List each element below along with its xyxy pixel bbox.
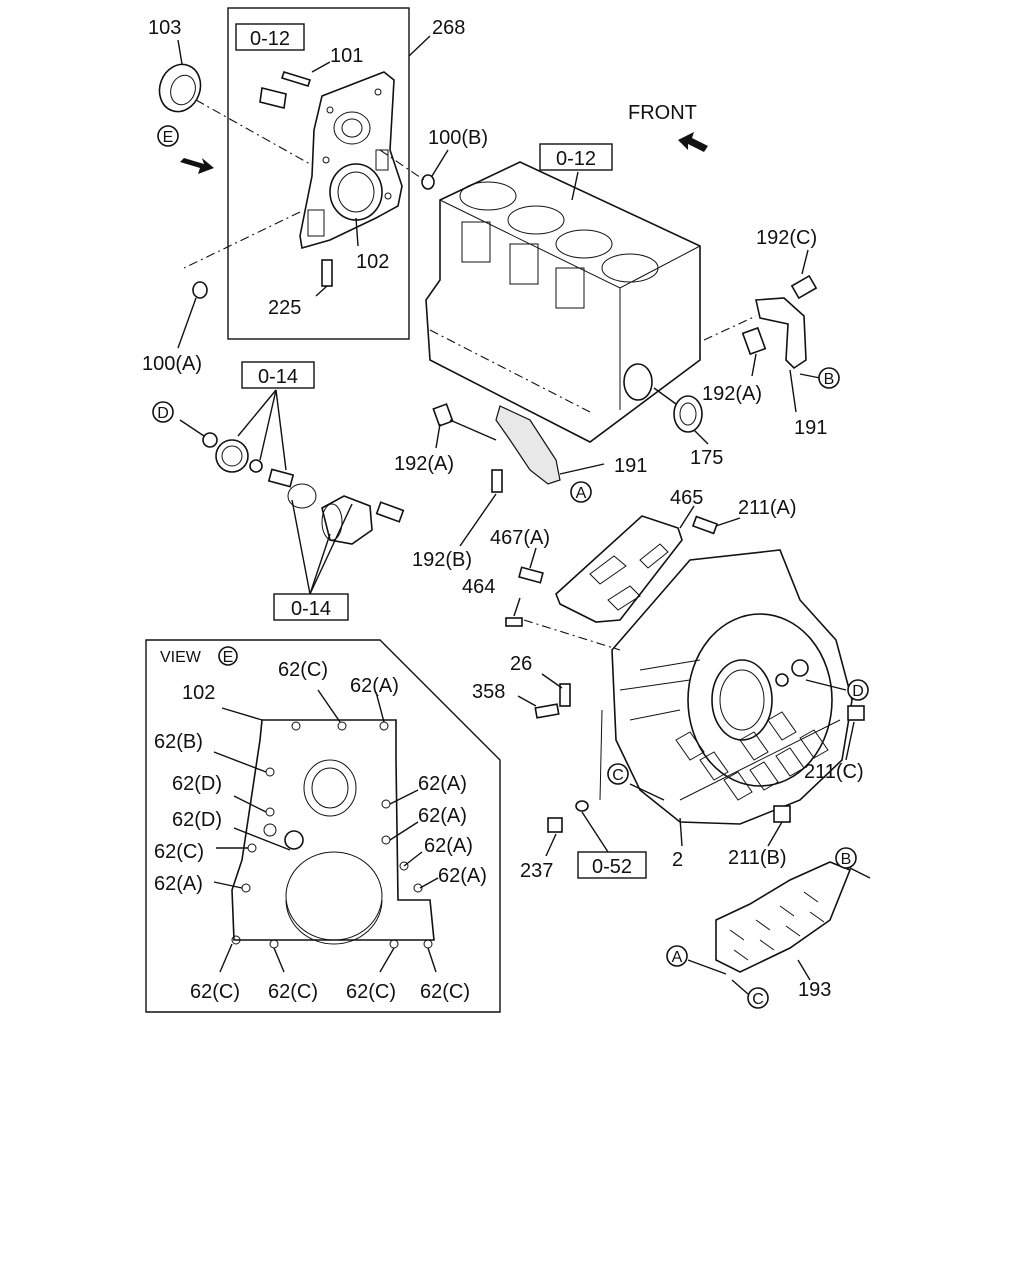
label-211c: 211(C) [804,761,864,783]
ref-box-052: 0-52 [577,851,647,879]
label-192c: 192(C) [756,227,817,249]
view-label-62b: 62(B) [154,731,203,753]
view-label-102: 102 [182,682,215,704]
view-label-62a-1: 62(A) [350,675,399,697]
label-192a-mid: 192(A) [394,453,454,475]
label-101: 101 [330,45,363,67]
ref-box-014-b: 0-14 [273,593,349,621]
label-100b: 100(B) [428,127,488,149]
label-211a: 211(A) [738,497,797,519]
view-label-62a-2: 62(A) [418,773,467,795]
view-label-62c-1: 62(C) [278,659,328,681]
stud-225 [315,259,333,297]
cylinder-block [425,161,701,443]
svg-text:0-12: 0-12 [250,28,290,50]
part-labels: 103 268 101 102 225 100(A) 100(B) FRONT … [142,17,864,1001]
view-label-62c-4: 62(C) [268,981,318,1003]
circle-d-1: D [152,401,174,423]
svg-text:C: C [612,767,624,784]
view-labels: VIEW 102 62(C) 62(A) 62(B) 62(D) 62(A) 6… [154,649,487,1003]
svg-text:A: A [576,485,587,502]
bolts-housing [505,515,865,857]
svg-text:E: E [223,649,234,666]
o-ring-100b [421,174,435,190]
label-225: 225 [268,297,301,319]
label-358: 358 [472,681,505,703]
label-464: 464 [462,576,495,598]
view-label-62c-2: 62(C) [154,841,204,863]
view-label-62d-2: 62(D) [172,809,222,831]
bracket-191-right [703,249,821,413]
label-191-right: 191 [794,417,827,439]
circle-e-1: E [157,125,179,147]
view-label-62a-6: 62(A) [438,865,487,887]
svg-text:0-14: 0-14 [291,598,331,620]
svg-text:B: B [824,371,835,388]
label-102: 102 [356,251,389,273]
label-193: 193 [798,979,831,1001]
oil-seal-175 [653,387,709,445]
svg-text:C: C [752,991,764,1008]
label-268: 268 [432,17,465,39]
label-2: 2 [672,849,683,871]
circle-d-2: D [847,679,869,701]
plate-465 [523,505,695,651]
timing-case-frame [227,7,410,340]
cover-193 [687,861,871,995]
view-leaders [213,689,439,973]
pump-gear-group [179,389,405,595]
view-label-62c-6: 62(C) [420,981,470,1003]
circle-b-1: B [818,367,840,389]
circle-a-1: A [570,481,592,503]
view-label-62c-3: 62(C) [190,981,240,1003]
label-100a: 100(A) [142,353,202,375]
svg-text:A: A [672,949,683,966]
label-view: VIEW [160,649,202,666]
label-front: FRONT [628,102,697,124]
svg-text:0-14: 0-14 [258,366,298,388]
view-label-62a-5: 62(A) [154,873,203,895]
flywheel-housing-2 [611,549,853,847]
timing-case-268 [299,71,403,250]
label-237: 237 [520,860,553,882]
view-label-62c-5: 62(C) [346,981,396,1003]
svg-text:B: B [841,851,852,868]
circle-b-2: B [835,847,857,869]
label-175: 175 [690,447,723,469]
view-label-62d-1: 62(D) [172,773,222,795]
circle-e-2: E [218,646,238,666]
bracket-191-mid [432,403,605,547]
label-192b: 192(B) [412,549,472,571]
view-e-inset [145,639,501,1013]
stud-101 [259,61,331,109]
o-ring-100a [192,281,208,299]
timing-case-group [158,7,449,349]
view-label-62a-4: 62(A) [424,835,473,857]
label-103: 103 [148,17,181,39]
label-192a-right: 192(A) [702,383,762,405]
ref-box-012-b: 0-12 [539,143,613,171]
svg-text:D: D [852,683,864,700]
ref-box-014-a: 0-14 [241,361,315,389]
svg-text:E: E [163,129,174,146]
ref-box-012-a: 0-12 [235,23,305,51]
circle-a-2: A [666,945,688,967]
circle-c-1: C [607,763,629,785]
label-211b: 211(B) [728,847,787,869]
view-label-62a-3: 62(A) [418,805,467,827]
label-467a: 467(A) [490,527,550,549]
label-465: 465 [670,487,703,509]
view-e-arrow [180,158,214,174]
svg-text:D: D [157,405,169,422]
front-arrow [678,132,708,152]
svg-text:0-52: 0-52 [592,856,632,878]
svg-text:0-12: 0-12 [556,148,596,170]
oil-seal-103 [158,63,202,113]
circle-c-2: C [747,987,769,1009]
label-191-mid: 191 [614,455,647,477]
label-26: 26 [510,653,532,675]
